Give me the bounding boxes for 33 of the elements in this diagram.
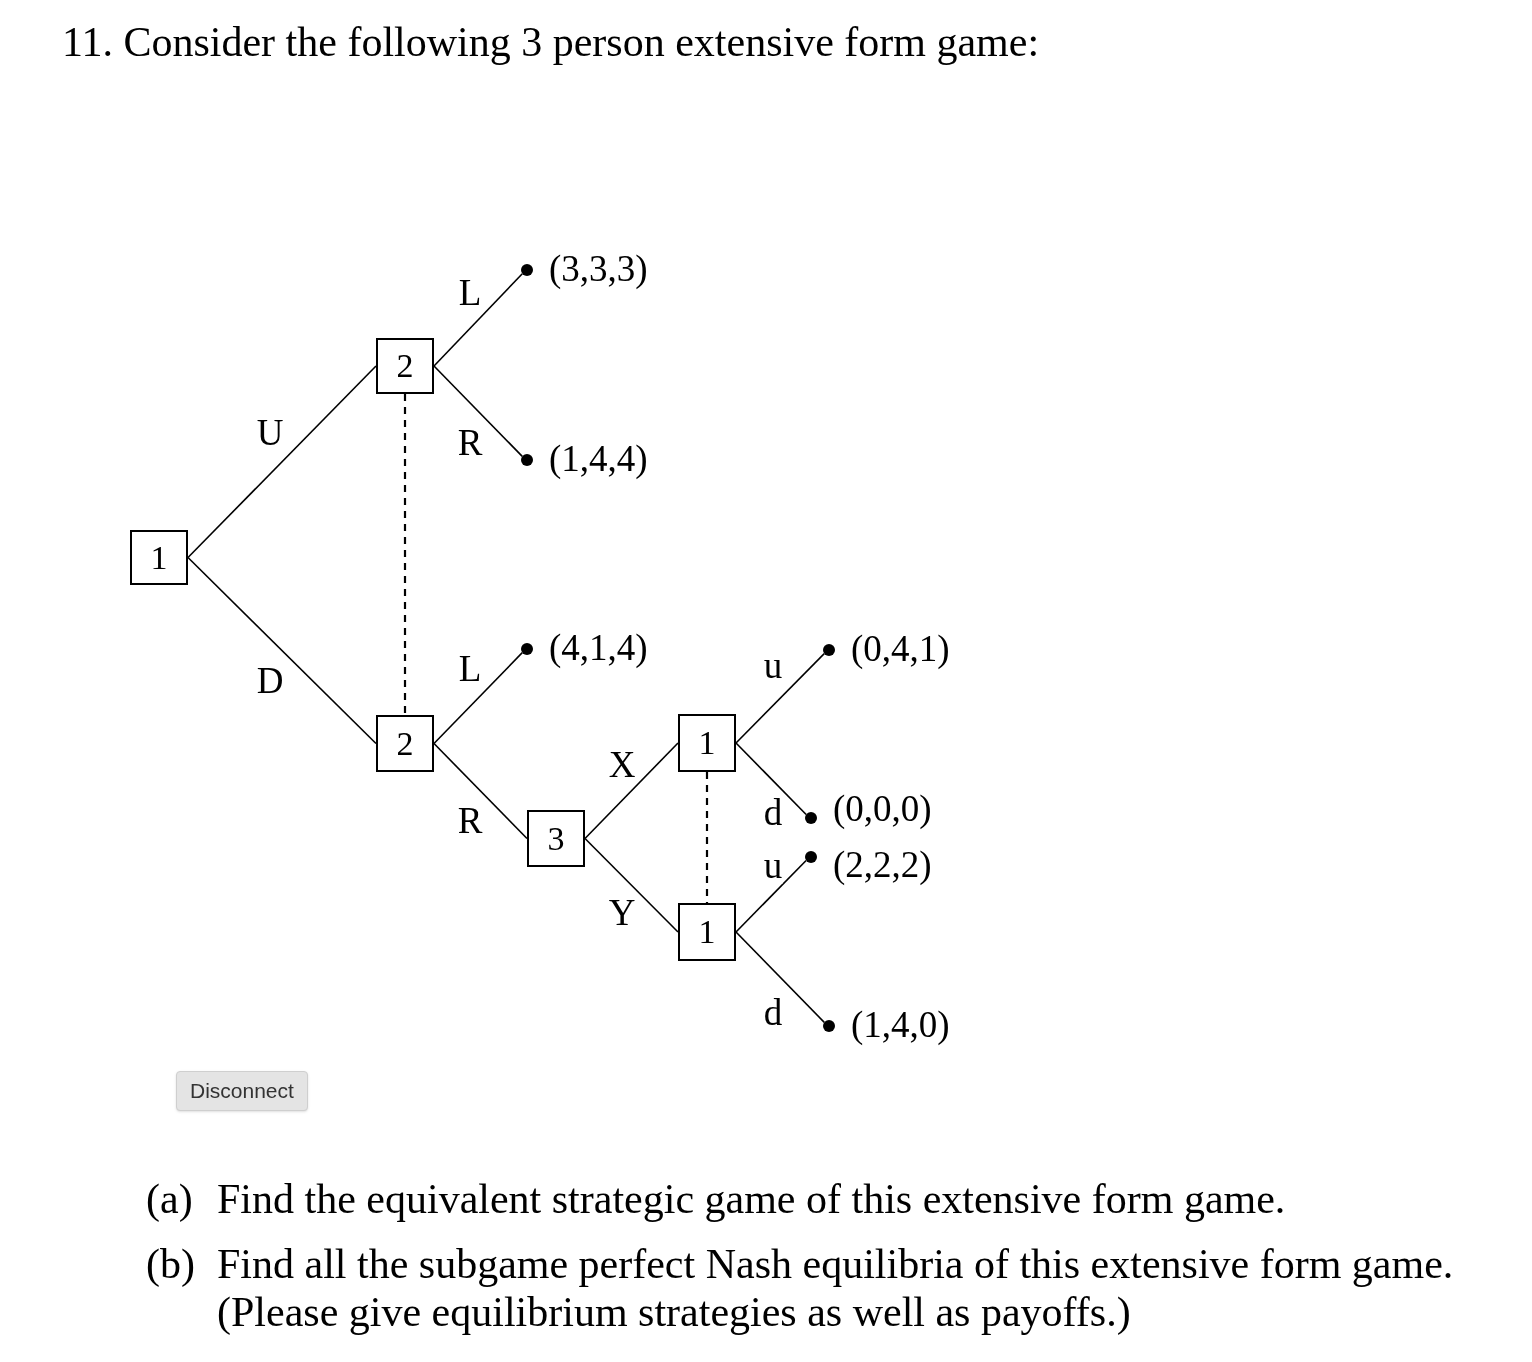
- payoff-label: (1,4,4): [549, 440, 648, 477]
- list-marker: (a): [146, 1175, 193, 1223]
- question-title: 11. Consider the following 3 person extensive form game:: [62, 21, 1040, 63]
- payoff-label: (3,3,3): [549, 250, 648, 287]
- branch-line: [187, 365, 377, 559]
- branch-line: [433, 742, 528, 840]
- dashed-line: [705, 772, 709, 903]
- branch-line: [433, 365, 524, 458]
- payoff-label: (1,4,0): [851, 1006, 950, 1043]
- player-node-box: 1: [678, 714, 736, 772]
- question-text: Find all the subgame perfect Nash equilibria of this extensive form game. (Please give equilibrium strategies as well as payoffs.): [217, 1240, 1455, 1336]
- branch-line: [584, 837, 679, 933]
- branch-line: [735, 742, 807, 816]
- player-node-box: 1: [678, 903, 736, 961]
- payoff-label: (0,4,1): [851, 630, 950, 667]
- player-node-box: 3: [527, 810, 585, 867]
- player-node-box: 2: [376, 715, 434, 772]
- branch-line: [433, 272, 524, 367]
- branch-line: [735, 652, 826, 744]
- branch-line: [433, 651, 524, 745]
- list-marker: (b): [146, 1240, 195, 1288]
- dashed-line: [403, 394, 407, 715]
- payoff-label: (0,0,0): [833, 790, 932, 827]
- branch-line: [187, 556, 377, 745]
- player-node-box: 1: [130, 530, 188, 585]
- branch-line: [735, 931, 826, 1024]
- player-node-box: 2: [376, 338, 434, 394]
- branch-line: [584, 742, 679, 840]
- payoff-label: (4,1,4): [549, 629, 648, 666]
- payoff-label: (2,2,2): [833, 846, 932, 883]
- question-text: Find the equivalent strategic game of this extensive form game.: [217, 1175, 1287, 1223]
- disconnect-button: Disconnect: [176, 1071, 308, 1111]
- branch-line: [735, 859, 807, 933]
